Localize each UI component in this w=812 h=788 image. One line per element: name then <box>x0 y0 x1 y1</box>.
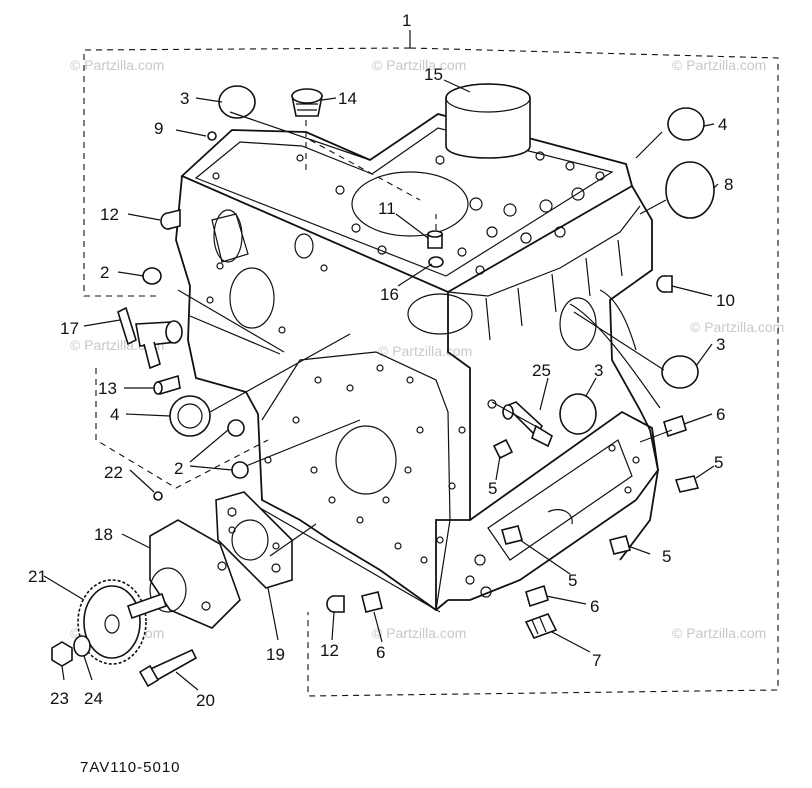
front-group-boundary <box>95 368 269 489</box>
callout-label: 12 <box>320 641 339 660</box>
cylinder-sleeve-15 <box>445 83 531 159</box>
callout-label: 25 <box>532 361 551 380</box>
plug-6-lower-right <box>525 584 549 608</box>
callout-label: 21 <box>28 567 47 586</box>
callout-label: 16 <box>380 285 399 304</box>
callout-label: 19 <box>266 645 285 664</box>
dowel-11 <box>427 230 443 249</box>
plug-3-top <box>218 85 256 119</box>
oil-pump-18 <box>149 519 241 629</box>
oil-pressure-switch-25 <box>502 401 553 448</box>
callout-label: 15 <box>424 65 443 84</box>
leader-lines <box>43 79 719 691</box>
key-22 <box>153 491 163 501</box>
callout-label: 18 <box>94 525 113 544</box>
callout-label: 5 <box>568 571 577 590</box>
dowel-12-upper <box>160 208 181 230</box>
dowel-13 <box>153 374 181 396</box>
callout-label: 4 <box>718 115 727 134</box>
callout-label: 2 <box>100 263 109 282</box>
plug-4-right <box>667 107 705 141</box>
plug-2-upper <box>142 267 162 285</box>
callout-label: 6 <box>376 643 385 662</box>
dowel-2-a <box>227 419 245 437</box>
callout-label: 2 <box>174 459 183 478</box>
plug-3-center <box>559 393 597 435</box>
callout-label: 10 <box>716 291 735 310</box>
plug-6-right <box>663 414 687 438</box>
callout-label: 1 <box>402 11 411 30</box>
dowel-2-b <box>231 461 249 479</box>
watermark: © Partzilla.com <box>70 57 164 73</box>
callout-label: 22 <box>104 463 123 482</box>
washer-24 <box>73 635 91 657</box>
plug-5-lower <box>501 525 523 545</box>
plug-5-lower-right <box>609 535 631 555</box>
callout-labels: 1 15 14 3 9 4 8 12 11 16 2 10 17 3 25 3 … <box>28 11 735 710</box>
plug-4-left <box>169 395 211 437</box>
watermark: © Partzilla.com <box>672 57 766 73</box>
callout-label: 6 <box>716 405 725 424</box>
watermark: © Partzilla.com <box>372 57 466 73</box>
callout-label: 13 <box>98 379 117 398</box>
dowel-10 <box>656 275 673 293</box>
plug-5-mid <box>492 438 514 460</box>
plug-5-upper <box>674 475 700 493</box>
plug-14 <box>291 88 323 117</box>
gasket-19 <box>215 491 293 589</box>
callout-label: 9 <box>154 119 163 138</box>
callout-label: 24 <box>84 689 103 708</box>
callout-label: 20 <box>196 691 215 710</box>
plug-8 <box>665 161 715 219</box>
gear-21 <box>77 579 168 665</box>
callout-label: 3 <box>716 335 725 354</box>
callout-label: 5 <box>662 547 671 566</box>
dowel-12-lower <box>326 595 345 613</box>
diagram-code: 7AV110-5010 <box>80 759 181 776</box>
watermark: © Partzilla.com <box>672 625 766 641</box>
nut-23 <box>51 641 73 667</box>
plug-6-lower-left <box>361 591 383 613</box>
pipe-fitting-17 <box>117 306 183 370</box>
alignment-dashes <box>305 120 437 230</box>
callout-label: 7 <box>592 651 601 670</box>
o-ring-16 <box>428 256 444 268</box>
callout-label: 5 <box>714 453 723 472</box>
callout-label: 11 <box>378 199 396 218</box>
plug-7 <box>524 613 558 639</box>
assembly-boundary <box>83 47 779 697</box>
bolt-20 <box>138 648 198 688</box>
watermark: © Partzilla.com <box>378 343 472 359</box>
watermark: © Partzilla.com <box>372 625 466 641</box>
plug-3-right <box>661 355 699 389</box>
callout-label: 3 <box>594 361 603 380</box>
pin-9 <box>207 131 217 141</box>
callout-label: 4 <box>110 405 119 424</box>
callout-label: 14 <box>338 89 357 108</box>
callout-label: 17 <box>60 319 79 338</box>
callout-label: 3 <box>180 89 189 108</box>
callout-label: 8 <box>724 175 733 194</box>
callout-label: 6 <box>590 597 599 616</box>
watermark: © Partzilla.com <box>690 319 784 335</box>
callout-label: 23 <box>50 689 69 708</box>
engine-block <box>175 113 661 612</box>
callout-label: 12 <box>100 205 119 224</box>
callout-label: 5 <box>488 479 497 498</box>
